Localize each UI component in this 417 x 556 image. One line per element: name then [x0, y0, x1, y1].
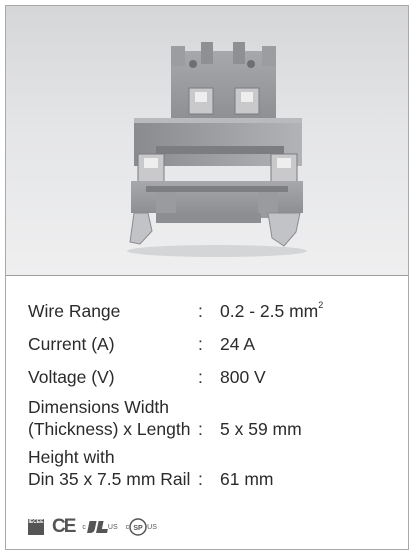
- spec-colon: :: [198, 301, 203, 321]
- spec-label: Height with Din 35 x 7.5 mm Rail: [28, 447, 191, 489]
- spec-value: 61 mm: [220, 469, 274, 489]
- spec-row-current: Current (A) : 24 A: [28, 333, 398, 355]
- spec-value: 5 x 59 mm: [220, 419, 302, 439]
- spec-label: Current (A): [28, 334, 115, 354]
- spec-row-wire-range: Wire Range : 0.2 - 2.5 mm2: [28, 294, 398, 322]
- divider: [6, 275, 408, 276]
- ce-mark-icon: CE: [52, 516, 76, 537]
- spec-colon: :: [198, 469, 203, 489]
- spec-row-dimensions: Dimensions Width (Thickness) x Length : …: [28, 396, 398, 440]
- product-card: Wire Range : 0.2 - 2.5 mm2 Current (A) :…: [5, 5, 409, 550]
- spec-colon: :: [198, 367, 203, 387]
- iecee-logo-icon: IECEE: [28, 519, 44, 535]
- certification-logos: IECEE CE c US c SP US: [28, 516, 157, 538]
- csa-mark-icon: c SP US: [126, 518, 157, 536]
- spec-value: 24 A: [220, 334, 256, 354]
- product-image-area: [6, 6, 408, 275]
- spec-label: Wire Range: [28, 301, 121, 321]
- spec-value: 0.2 - 2.5 mm2: [220, 300, 324, 321]
- ul-listed-icon: c US: [82, 519, 118, 535]
- spec-row-voltage: Voltage (V) : 800 V: [28, 366, 398, 388]
- svg-text:SP: SP: [133, 525, 143, 532]
- spec-label: Voltage (V): [28, 367, 115, 387]
- spec-colon: :: [198, 419, 203, 439]
- spec-colon: :: [198, 334, 203, 354]
- spec-row-height: Height with Din 35 x 7.5 mm Rail : 61 mm: [28, 446, 398, 490]
- spec-label: Dimensions Width (Thickness) x Length: [28, 397, 191, 439]
- terminal-block-image: [127, 42, 307, 257]
- spec-value: 800 V: [220, 367, 266, 387]
- spec-list: Wire Range : 0.2 - 2.5 mm2 Current (A) :…: [28, 294, 398, 490]
